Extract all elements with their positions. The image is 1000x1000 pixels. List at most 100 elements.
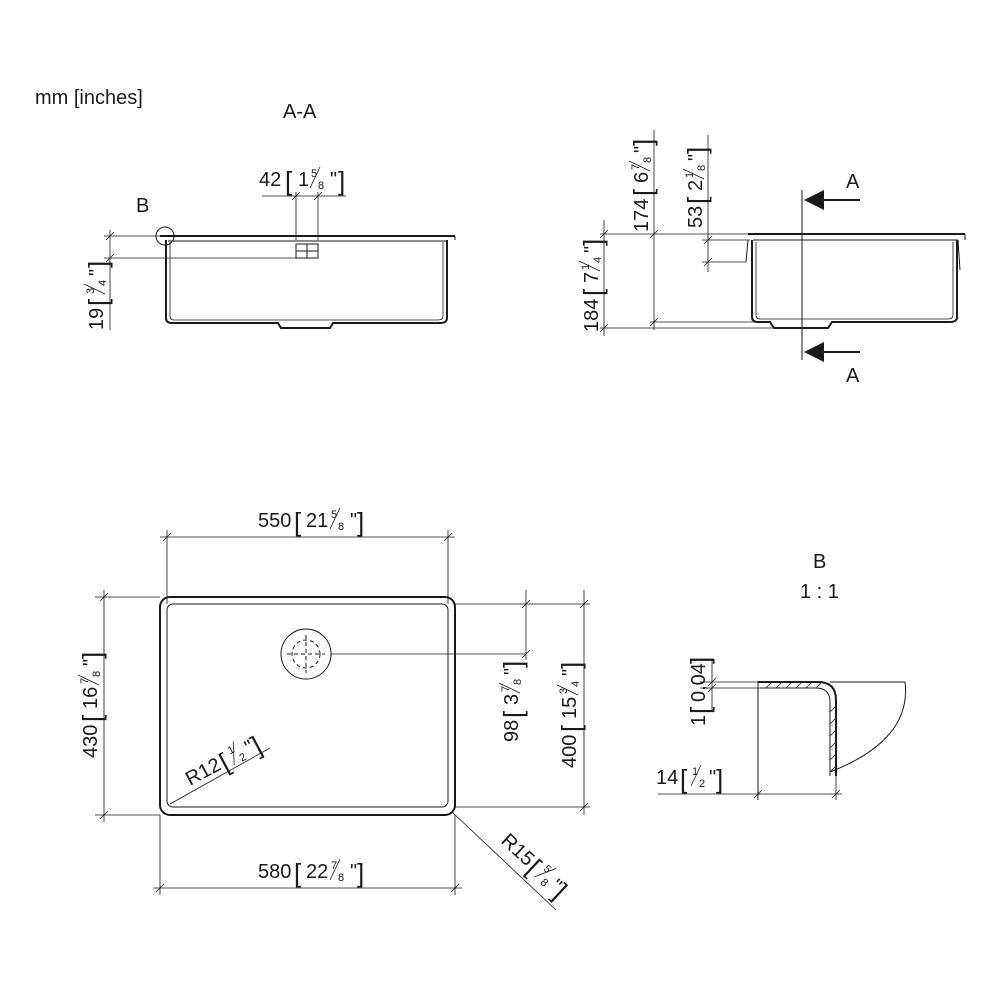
dim-19-den: 4 [97, 280, 109, 286]
dim-19-mm: 19 [86, 308, 108, 330]
dim-174: 174 [ 6 7 8 " ] [628, 139, 658, 232]
dim-580: 580 [ 22 7 8 " ] [258, 858, 364, 888]
dim-550-mm: 550 [258, 510, 291, 532]
dim-400-whole: 15 [559, 697, 581, 719]
dim-580-den: 8 [338, 872, 344, 884]
dim-400-num: 3 [558, 688, 570, 694]
svg-text:]: ] [685, 657, 715, 664]
dim-580-mm: 580 [258, 861, 291, 883]
svg-text:[: [ [77, 714, 107, 722]
dim-174-den: 8 [642, 157, 654, 163]
plan-view: 550 [ 21 5 8 " ] 430 [ 16 7 8 " ] [77, 507, 590, 911]
svg-text:[: [ [294, 507, 302, 537]
svg-text:]: ] [498, 661, 528, 668]
svg-text:]: ] [556, 662, 586, 669]
dim-550: 550 [ 21 5 8 " ] [258, 507, 364, 537]
dim-42-den: 8 [318, 180, 324, 192]
svg-text:": " [350, 861, 357, 883]
svg-text:": " [581, 246, 603, 253]
dim-14-num: 1 [692, 766, 698, 778]
svg-text:": " [86, 269, 108, 276]
dim-r12: R12 [ 1 2 " ] [182, 730, 266, 790]
dim-r12-den: 2 [238, 751, 249, 764]
dim-r12-num: 1 [226, 744, 237, 757]
dim-98-den: 8 [512, 679, 524, 685]
dim-1: 1 [ 0,04 ] [685, 657, 715, 726]
svg-text:": " [631, 146, 653, 153]
dim-400-mm: 400 [559, 735, 581, 768]
dim-430-whole: 16 [80, 687, 102, 709]
dim-53-mm: 53 [685, 206, 707, 228]
detail-b-profile-outer [758, 681, 837, 776]
dim-174-num: 7 [630, 164, 642, 170]
dim-184-mm: 184 [581, 299, 603, 332]
dim-1-inch: 0,04 [688, 663, 710, 702]
dim-42: 42 [ 1 5 8 " ] [259, 166, 345, 196]
svg-text:]: ] [357, 858, 364, 888]
dim-550-num: 5 [331, 509, 337, 521]
dim-184-whole: 7 [581, 272, 603, 283]
svg-text:[: [ [628, 188, 658, 196]
dim-98-num: 7 [500, 686, 512, 692]
dim-14-mm: 14 [656, 767, 678, 789]
dim-19: 19 [ 3 4 " ] [83, 261, 113, 330]
sink-flange-outline [159, 596, 456, 816]
svg-text:]: ] [716, 764, 723, 794]
svg-text:": " [330, 169, 337, 191]
detail-b-scale: 1 : 1 [800, 581, 839, 603]
svg-text:]: ] [338, 166, 345, 196]
dim-174-mm: 174 [631, 199, 653, 232]
detail-view-b: B 1 : 1 1 [ 0,04 ] [656, 551, 907, 800]
dim-98-mm: 98 [501, 720, 523, 742]
dim-580-whole: 22 [306, 861, 328, 883]
dim-42-mm: 42 [259, 169, 281, 191]
section-view-aa: A-A B 42 [ 1 5 8 " ] [83, 101, 456, 330]
dim-53-num: 1 [684, 172, 696, 178]
dim-430-den: 8 [91, 671, 103, 677]
dim-19-num: 3 [85, 288, 97, 294]
dim-184-den: 4 [592, 257, 604, 263]
dim-400-den: 4 [570, 681, 582, 687]
section-aa-title: A-A [283, 101, 317, 123]
dim-550-whole: 21 [306, 510, 328, 532]
dim-53: 53 [ 2 1 8 " ] [682, 147, 712, 228]
svg-text:[: [ [556, 724, 586, 732]
svg-text:[: [ [294, 858, 302, 888]
units-label: mm [inches] [35, 87, 143, 109]
svg-text:": " [559, 669, 581, 676]
dim-400: 400 [ 15 3 4 " ] [556, 662, 586, 768]
svg-text:]: ] [682, 147, 712, 154]
svg-text:]: ] [357, 507, 364, 537]
svg-text:[: [ [685, 706, 715, 714]
svg-text:]: ] [77, 652, 107, 659]
dim-53-den: 8 [696, 165, 708, 171]
dim-14: 14 [ 1 2 " ] [656, 764, 723, 794]
svg-text:": " [709, 767, 716, 789]
dim-98: 98 [ 3 7 8 " ] [498, 661, 528, 742]
dim-580-num: 7 [331, 860, 337, 872]
section-marker-a-bottom: A [846, 365, 860, 387]
dim-550-den: 8 [338, 521, 344, 533]
svg-text:": " [501, 668, 523, 675]
section-marker-a-top: A [846, 171, 860, 193]
dim-42-num: 5 [311, 168, 317, 180]
dim-98-whole: 3 [501, 694, 523, 705]
sink-bowl-outline [166, 603, 449, 808]
svg-text:[: [ [498, 710, 528, 718]
svg-text:": " [350, 510, 357, 532]
svg-text:]: ] [83, 261, 113, 268]
dim-r15: R15 [ 5 8 " ] [497, 830, 573, 905]
dim-430: 430 [ 16 7 8 " ] [77, 652, 107, 758]
svg-text:[: [ [83, 298, 113, 306]
svg-text:[: [ [578, 288, 608, 296]
svg-text:]: ] [578, 239, 608, 246]
detail-b-title: B [813, 551, 826, 573]
svg-text:[: [ [680, 764, 688, 794]
dim-14-den: 2 [699, 778, 705, 790]
dim-430-mm: 430 [80, 725, 102, 758]
dim-184: 184 [ 7 1 4 " ] [578, 239, 608, 332]
svg-text:]: ] [628, 139, 658, 146]
dim-1-mm: 1 [688, 715, 710, 726]
detail-b-callout-label: B [136, 195, 149, 217]
